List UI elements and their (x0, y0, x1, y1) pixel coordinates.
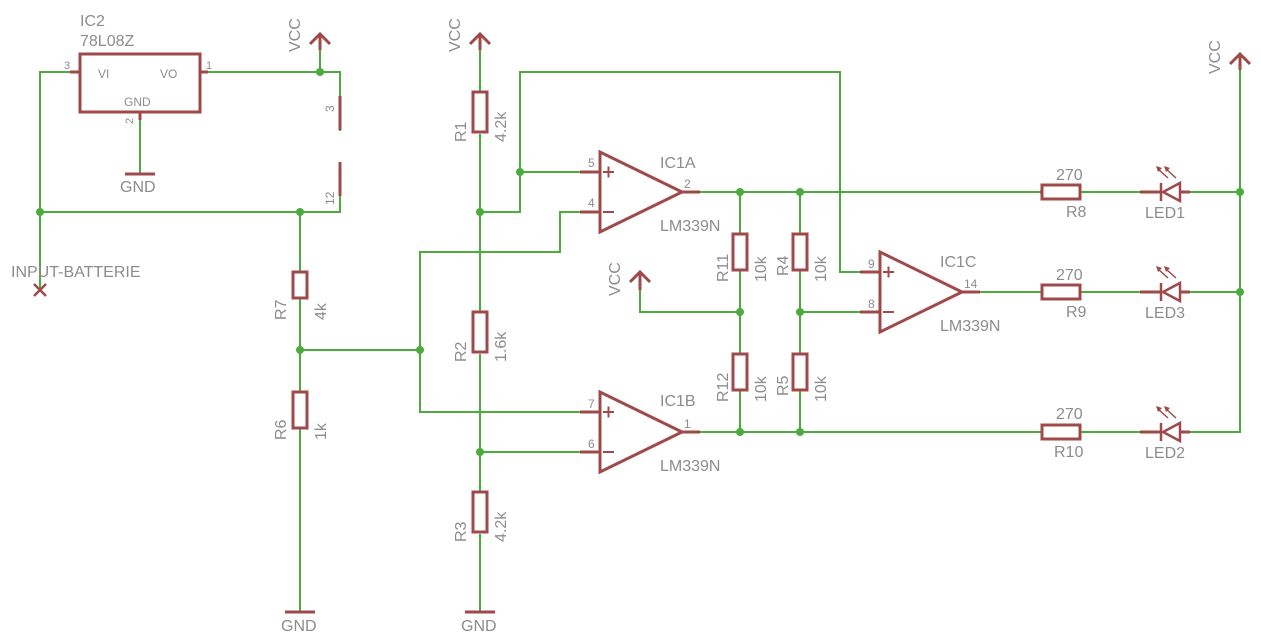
r9-value: 270 (1056, 267, 1083, 284)
ic1b-pin-plus: 7 (588, 397, 595, 411)
vcc-symbol-4: VCC (1207, 40, 1252, 74)
led2-name: LED2 (1145, 445, 1185, 462)
resistor-r4: R4 10k (775, 232, 830, 282)
supply-pin-3: 3 (323, 105, 337, 112)
gnd-symbol-3: GND (461, 610, 497, 635)
regulator-ic2: IC2 78L08Z VI VO GND 3 1 2 (64, 13, 212, 124)
ic1c-pin-plus: 9 (868, 257, 875, 271)
gnd-label: GND (120, 179, 156, 196)
r6-value: 1k (313, 422, 330, 440)
regulator-pin-gnd: 2 (124, 118, 136, 124)
resistor-r3: R3 4.2k (453, 490, 510, 542)
gnd-symbol-2: GND (281, 610, 317, 635)
r6-name: R6 (273, 419, 290, 440)
r9-name: R9 (1066, 304, 1087, 321)
regulator-value: 78L08Z (80, 33, 134, 50)
input-label: INPUT-BATTERIE (11, 264, 141, 281)
resistor-r11: R11 10k (715, 232, 770, 282)
ic1c-pin-out: 14 (964, 277, 978, 291)
r10-name: R10 (1054, 444, 1083, 461)
resistor-r8: 270 R8 (1040, 167, 1087, 221)
vcc-symbol-1: VCC (287, 18, 332, 52)
vcc-label: VCC (447, 18, 464, 52)
resistor-r6: R6 1k (273, 390, 330, 440)
regulator-vi-label: VI (98, 67, 109, 81)
vcc-symbol-3: VCC (607, 262, 652, 296)
r8-name: R8 (1066, 204, 1087, 221)
regulator-gnd-label: GND (124, 95, 151, 109)
opamp-ic1b: IC1B LM339N 7 6 1 (580, 389, 720, 475)
r4-value: 10k (813, 255, 830, 282)
regulator-pin-vo: 1 (206, 60, 212, 72)
r11-value: 10k (753, 255, 770, 282)
r1-value: 4.2k (493, 111, 510, 142)
r2-name: R2 (453, 341, 470, 362)
r8-value: 270 (1056, 167, 1083, 184)
regulator-name: IC2 (80, 13, 105, 30)
r12-name: R12 (715, 373, 732, 402)
r5-value: 10k (813, 375, 830, 402)
led3: LED3 (1140, 266, 1190, 322)
opamp-ic1a: IC1A LM339N 5 4 2 (580, 149, 720, 235)
vcc-symbol-2: VCC (447, 18, 492, 52)
gnd-label: GND (461, 618, 497, 635)
ic1c-value: LM339N (940, 318, 1000, 335)
r11-name: R11 (715, 254, 732, 282)
ic1b-name: IC1B (660, 393, 696, 410)
resistor-r1: R1 4.2k (453, 90, 510, 142)
junctions (36, 68, 1244, 456)
resistor-r5: R5 10k (775, 352, 830, 402)
ic1a-pin-out: 2 (684, 177, 691, 191)
r5-name: R5 (775, 375, 792, 396)
ic1c-name: IC1C (940, 254, 976, 271)
ic1b-value: LM339N (660, 458, 720, 475)
r10-value: 270 (1056, 406, 1083, 423)
resistor-r12: R12 10k (715, 352, 770, 402)
opamp-ic1c: IC1C LM339N 9 8 14 (860, 249, 1000, 335)
gnd-symbol-1: GND (120, 172, 156, 196)
input-connector: INPUT-BATTERIE (11, 264, 141, 297)
ic1a-pin-minus: 4 (588, 196, 595, 210)
ic1a-name: IC1A (660, 155, 696, 172)
ic1-supply-pins: 3 12 (323, 96, 342, 205)
led3-name: LED3 (1145, 305, 1185, 322)
vcc-label: VCC (287, 18, 304, 52)
ic1b-pin-minus: 6 (588, 437, 595, 451)
led1: LED1 (1140, 166, 1190, 222)
resistor-r7: R7 4k (273, 270, 330, 320)
resistor-r9: 270 R9 (1040, 267, 1087, 321)
r1-name: R1 (453, 121, 470, 142)
resistor-r2: R2 1.6k (453, 310, 510, 362)
r7-value: 4k (313, 302, 330, 320)
ic1c-pin-minus: 8 (868, 297, 875, 311)
r4-name: R4 (775, 255, 792, 276)
r3-value: 4.2k (493, 511, 510, 542)
r3-name: R3 (453, 521, 470, 542)
regulator-vo-label: VO (160, 67, 177, 81)
led1-name: LED1 (1145, 205, 1185, 222)
supply-pin-12: 12 (323, 191, 337, 205)
vcc-label: VCC (607, 262, 624, 296)
resistor-r10: 270 R10 (1040, 406, 1083, 461)
wires (39, 49, 1241, 611)
vcc-label: VCC (1207, 40, 1224, 74)
gnd-label: GND (281, 618, 317, 635)
ic1b-pin-out: 1 (684, 417, 691, 431)
r7-name: R7 (273, 299, 290, 320)
r12-value: 10k (753, 375, 770, 402)
regulator-pin-vi: 3 (64, 60, 70, 72)
r2-value: 1.6k (493, 331, 510, 362)
ic1a-pin-plus: 5 (588, 156, 595, 170)
led2: LED2 (1140, 406, 1190, 462)
ic1a-value: LM339N (660, 218, 720, 235)
